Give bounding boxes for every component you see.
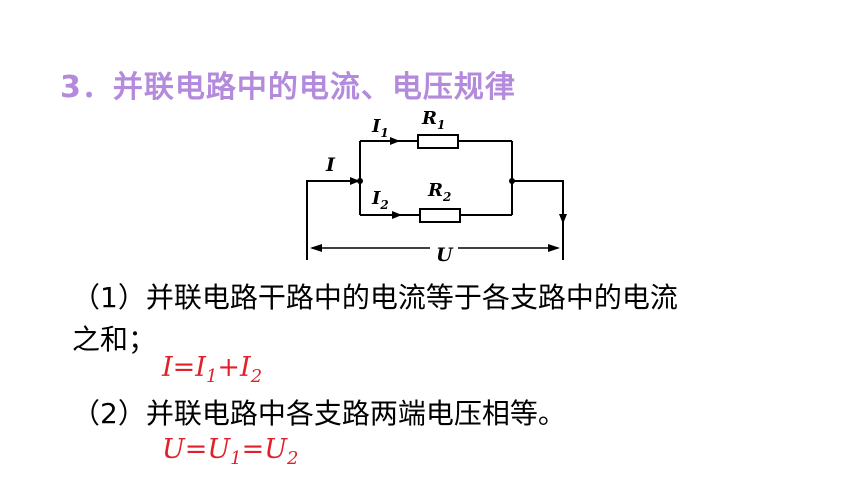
voltage-arrow-left bbox=[310, 244, 322, 252]
rule1-line2: 之和； bbox=[72, 323, 157, 356]
return-current-arrow bbox=[559, 214, 567, 224]
branch2-current-subscript: 2 bbox=[379, 198, 388, 212]
main-current-arrow bbox=[350, 177, 360, 185]
branch2-current-arrow bbox=[392, 211, 402, 219]
svg-text:I1: I1 bbox=[371, 116, 389, 140]
resistor-r1-subscript: 1 bbox=[437, 118, 445, 132]
svg-text:I2: I2 bbox=[371, 188, 389, 212]
resistor-r2-label: R bbox=[427, 180, 443, 201]
voltage-label: U bbox=[436, 244, 454, 266]
rule2-line: （2）并联电路中各支路两端电压相等。 bbox=[72, 397, 566, 430]
section-heading: 3．并联电路中的电流、电压规律 bbox=[60, 70, 516, 105]
voltage-formula: U=U1=U2 bbox=[162, 434, 299, 469]
rule1-line1: （1）并联电路干路中的电流等于各支路中的电流 bbox=[72, 281, 678, 314]
branch1-current-subscript: 1 bbox=[380, 126, 388, 140]
resistor-r1-label: R bbox=[421, 108, 437, 129]
right-wire bbox=[512, 180, 564, 260]
current-formula: I=I1+I2 bbox=[162, 352, 263, 387]
branch1-current-arrow bbox=[390, 137, 400, 145]
left-wire bbox=[306, 180, 360, 260]
svg-text:R2: R2 bbox=[427, 180, 451, 204]
resistor-r1 bbox=[417, 134, 459, 149]
parallel-circuit-diagram: I I1 R1 I2 R2 U bbox=[306, 108, 567, 266]
resistor-r2 bbox=[419, 208, 461, 223]
main-current-label: I bbox=[325, 154, 336, 176]
branch2-current-label: I bbox=[371, 188, 381, 209]
right-junction-dot bbox=[509, 178, 515, 184]
svg-text:R1: R1 bbox=[421, 108, 445, 132]
voltage-arrow-right bbox=[548, 244, 560, 252]
resistor-r2-subscript: 2 bbox=[442, 190, 451, 204]
branch1-current-label: I bbox=[371, 116, 381, 137]
